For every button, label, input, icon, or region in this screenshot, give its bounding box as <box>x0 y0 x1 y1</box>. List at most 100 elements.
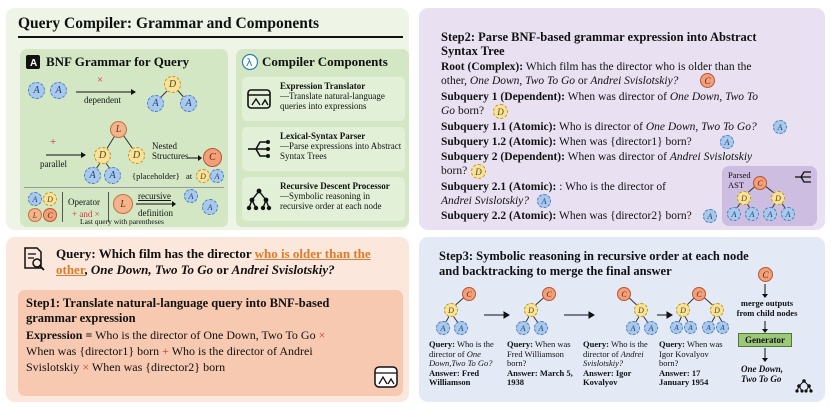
node-letter: A <box>731 209 737 219</box>
node-letter: D <box>168 79 177 90</box>
node-letter: C <box>704 75 711 86</box>
compiler-components-box: λ Compiler Components Expression Transla… <box>236 49 409 227</box>
subquery-text: born? <box>441 165 468 177</box>
dependent-label: dependent <box>84 95 121 105</box>
definition-arrow <box>136 201 176 207</box>
down-arrow <box>762 321 768 333</box>
atomic-node-small: A <box>537 194 551 208</box>
rule-divider <box>108 192 109 222</box>
subquery-text: When was director of <box>564 91 670 103</box>
subquery-label: Subquery 2.1 (Atomic): <box>441 181 557 193</box>
recursive-label: recursive <box>138 191 171 201</box>
component-title: Recursive Descent Processor <box>280 181 390 191</box>
parsed-label-line: AST <box>728 180 745 190</box>
expression-line3: Svislotskiy × When was {director2} born <box>26 361 225 374</box>
component-desc: —Parse expressions into Abstract Syntax … <box>280 141 402 161</box>
atomic-node-small: A <box>626 321 640 335</box>
node-letter: A <box>648 323 654 333</box>
subquery-italic: Andrei Svislotskiy <box>669 151 753 163</box>
grammar-components-panel: Query Compiler: Grammar and Components A… <box>6 8 409 230</box>
node-letter: C <box>696 289 702 299</box>
root-italic: Andrei Svislotskiy? <box>590 75 679 87</box>
node-letter: C <box>209 152 216 163</box>
expression-translator-card: Expression Translator —Translate natural… <box>242 77 405 121</box>
atomic-node: A <box>180 95 197 112</box>
complex-node-small: C <box>542 287 556 301</box>
node-letter: A <box>89 170 96 181</box>
plus-sign: + <box>162 344 169 358</box>
subquery-text: : Who is the director of <box>556 181 666 193</box>
node-letter: A <box>724 137 730 147</box>
subquery-text: When was {director2} born? <box>556 210 692 222</box>
node-letter: A <box>32 194 38 204</box>
node-letter: A <box>720 323 725 332</box>
expression-text: Svislotskiy <box>26 360 83 374</box>
complex-node-small: C <box>753 176 767 190</box>
query-text: or <box>213 262 232 277</box>
atomic-node: A <box>104 167 121 184</box>
dependent-node-small: D <box>493 104 508 119</box>
subquery-label: Subquery 1.1 (Atomic): <box>441 121 557 133</box>
subquery-italic: Go <box>441 105 456 117</box>
subquery-label: Subquery 2.2 (Atomic): <box>441 210 557 222</box>
dependent-node-small: D <box>524 303 538 317</box>
merge-label: merge outputs from child nodes <box>736 298 798 318</box>
atomic-node-small: A <box>184 189 198 203</box>
root-text: Which film has the director who is older… <box>523 61 752 73</box>
atomic-node-small: A <box>454 321 468 335</box>
subquery22-line: Subquery 2.2 (Atomic): When was {directo… <box>441 210 692 223</box>
atomic-node-small: A <box>436 321 450 335</box>
subquery-text: born? <box>455 105 485 117</box>
caption-label: Answer: <box>659 367 690 378</box>
node-letter: A <box>674 323 679 332</box>
svg-text:A: A <box>30 58 37 69</box>
node-letter: C <box>621 289 627 299</box>
node-letter: A <box>749 209 755 219</box>
atomic-node-small: A <box>716 321 729 334</box>
caption-text: Who is the director of <box>429 339 494 359</box>
complex-node-small: C <box>617 287 631 301</box>
node-letter: D <box>98 150 107 161</box>
step3-title-line2: and backtracking to merge the final answ… <box>439 264 672 278</box>
caption-answer: 17 January 1954 <box>659 367 709 387</box>
caption-italic: Andrei Svislotskiy? <box>583 348 644 368</box>
complex-node-small: C <box>700 73 715 88</box>
node-letter: C <box>546 289 552 299</box>
caption-label: Answer: <box>429 367 460 378</box>
node-letter: D <box>528 305 534 315</box>
step2-panel: Step2: Parse BNF-based grammar expressio… <box>419 8 825 230</box>
query-text: , <box>84 262 91 277</box>
atomic-node-small: A <box>781 207 795 221</box>
bnf-grammar-box: A BNF Grammar for Query A A × dependent … <box>20 49 228 227</box>
caption-answer: Igor Kovalyov <box>583 367 632 387</box>
step-caption: Query: When was Fred Williamson born?Ans… <box>507 339 573 388</box>
dependent-arrow <box>76 89 136 95</box>
node-letter: A <box>538 323 544 333</box>
root-label: Root (Complex): <box>441 61 524 73</box>
subquery1-line2: Go born? <box>441 105 484 118</box>
subquery-italic: Andrei Svislotskiy? <box>441 195 530 207</box>
nested-label-line: Structures <box>152 151 189 161</box>
node-letter: A <box>541 196 547 206</box>
subquery2-line2: born? <box>441 165 467 178</box>
parallel-label: parallel <box>40 159 67 169</box>
step1-title-line1: Step1: Translate natural-language query … <box>26 296 330 310</box>
parser-icon <box>795 171 811 183</box>
subquery-text: When was director of <box>564 151 670 163</box>
step1-box: Step1: Translate natural-language query … <box>18 290 403 396</box>
parallel-arrow <box>46 152 86 158</box>
caption-answer: Fred Williamson <box>429 367 480 387</box>
dependent-node-small: D <box>676 303 690 317</box>
node-letter: D <box>200 171 206 181</box>
subquery-text: Who is director of <box>556 121 646 133</box>
times-sign: × <box>82 360 90 374</box>
component-desc: —Symbolic reasoning in recursive order a… <box>280 191 382 211</box>
subquery-label: Subquery 2 (Dependent): <box>441 151 565 163</box>
dependent-node-small: D <box>196 169 210 183</box>
expression-label: Expression = <box>26 328 93 342</box>
caption-italic: One Down,Two To Go? <box>429 348 493 368</box>
root-or: or <box>575 75 591 87</box>
node-letter: A <box>777 122 783 132</box>
node-letter: D <box>714 305 720 315</box>
component-title: Lexical-Syntax Parser <box>280 131 366 141</box>
